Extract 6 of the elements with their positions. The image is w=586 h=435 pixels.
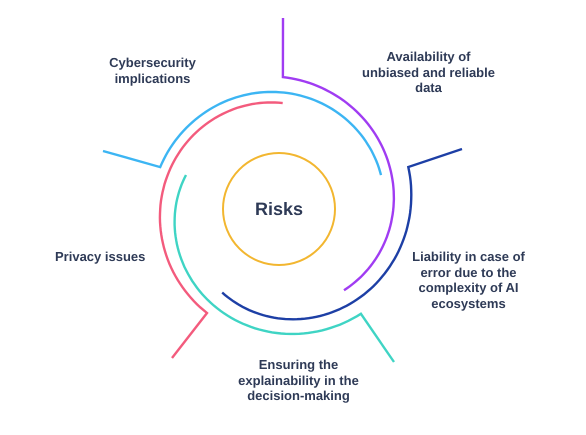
risk-label: Availability of unbiased and reliable data: [361, 49, 496, 96]
risk-label: Ensuring the explainability in the decision-making: [237, 357, 360, 404]
risk-label: Liability in case of error due to the complexity of AI ecosystems: [411, 249, 526, 312]
topic-circle: Risks: [222, 152, 336, 266]
risk-label: Privacy issues: [55, 249, 146, 265]
risk-label: Cybersecurity implications: [108, 55, 197, 86]
